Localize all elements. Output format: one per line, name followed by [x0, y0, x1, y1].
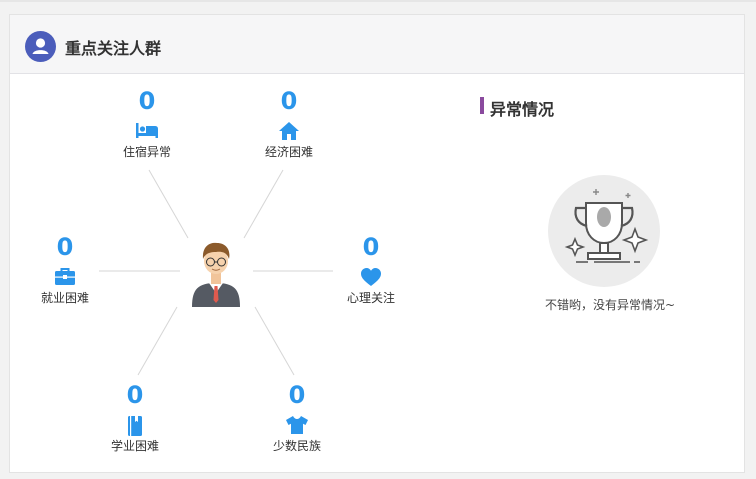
book-icon [90, 415, 180, 437]
category-count: 0 [56, 233, 74, 261]
section-accent-bar [480, 97, 484, 114]
person-avatar [190, 237, 242, 311]
category-employment[interactable]: 0 就业困难 [20, 233, 110, 306]
category-minority[interactable]: 0 少数民族 [252, 381, 342, 454]
category-psych[interactable]: 0 心理关注 [326, 233, 416, 306]
category-count: 0 [138, 87, 156, 115]
category-label: 住宿异常 [122, 145, 171, 159]
category-count: 0 [126, 381, 144, 409]
category-label: 学业困难 [110, 439, 159, 453]
category-label: 心理关注 [346, 291, 395, 305]
category-count: 0 [288, 381, 306, 409]
heart-icon [326, 267, 416, 289]
shirt-icon [252, 415, 342, 437]
category-count: 0 [280, 87, 298, 115]
top-border [0, 0, 756, 2]
card-title: 重点关注人群 [65, 39, 162, 58]
category-lodging[interactable]: 0 住宿异常 [102, 87, 192, 160]
anomaly-title: 异常情况 [490, 100, 555, 119]
category-label: 少数民族 [272, 439, 321, 453]
briefcase-icon [20, 267, 110, 289]
category-label: 就业困难 [40, 291, 89, 305]
trophy-icon [548, 175, 660, 291]
home-icon [244, 121, 334, 143]
bed-icon [102, 121, 192, 143]
category-count: 0 [362, 233, 380, 261]
category-economic[interactable]: 0 经济困难 [244, 87, 334, 160]
empty-state-message: 不错哟，没有异常情况~ [544, 298, 676, 312]
category-label: 经济困难 [264, 145, 313, 159]
connector-lines [99, 169, 333, 376]
category-academic[interactable]: 0 学业困难 [90, 381, 180, 454]
focus-group-card: 重点关注人群 0 [9, 14, 745, 473]
user-circle-icon [25, 31, 56, 62]
card-header: 重点关注人群 [10, 15, 744, 74]
